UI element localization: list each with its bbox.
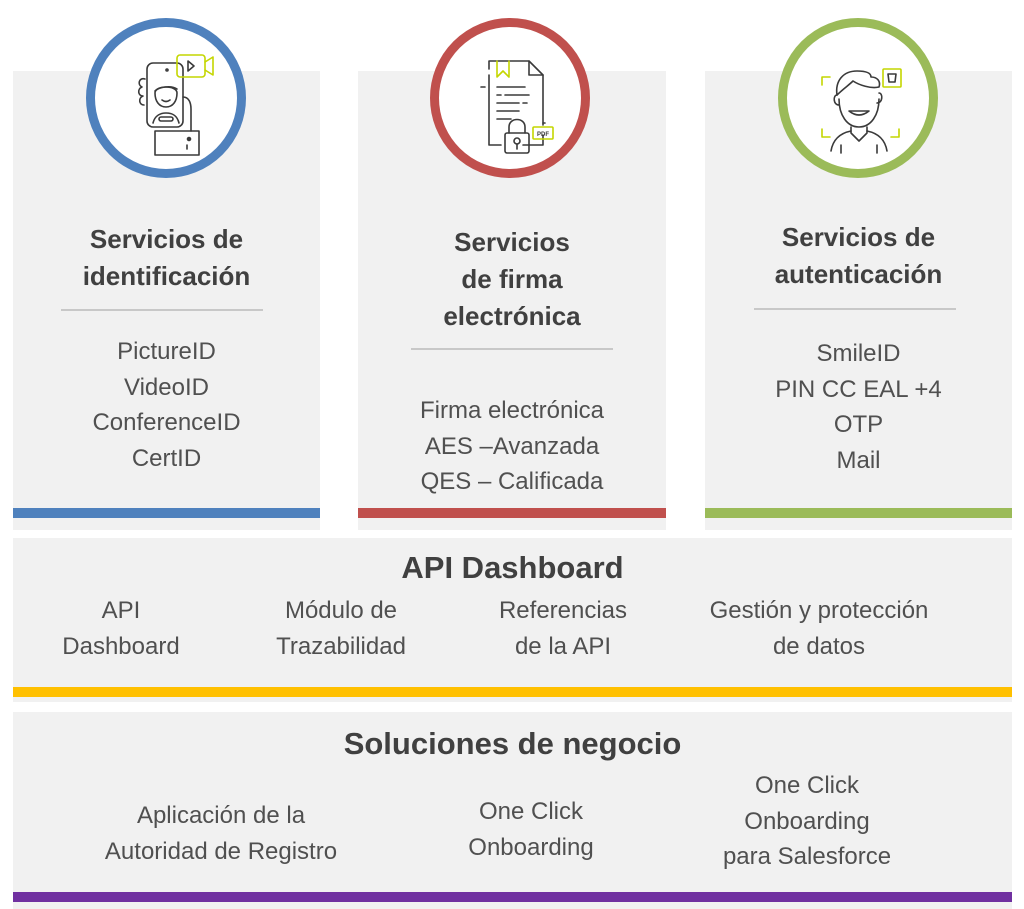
accent-bar-yellow: [13, 687, 1012, 697]
accent-bar-purple: [13, 892, 1012, 902]
accent-bar-blue: [13, 508, 320, 518]
service-item: VideoID: [124, 373, 209, 401]
service-item: PictureID: [117, 338, 216, 365]
pdf-badge-label: PDF: [537, 132, 549, 138]
business-solutions-title: Soluciones de negocio: [343, 726, 682, 761]
service-item: OTP: [833, 411, 884, 438]
service-item: PIN CC EAL +4: [775, 375, 942, 403]
divider: [61, 309, 263, 311]
divider: [754, 308, 956, 310]
service-item: QES – Calificada: [420, 468, 604, 495]
video-id-phone-icon: [137, 54, 214, 156]
signed-document-lock-icon: PDF: [480, 60, 554, 154]
service-items: Firma electrónica AES –Avanzada QES – Ca…: [358, 393, 666, 500]
service-item: Mail: [836, 446, 881, 474]
api-dashboard-title: API Dashboard: [401, 550, 624, 585]
divider: [411, 348, 613, 350]
accent-bar-red: [358, 508, 666, 518]
service-item: Firma electrónica: [419, 397, 605, 424]
face-recognition-icon: [821, 68, 902, 154]
service-item: ConferenceID: [92, 409, 241, 436]
accent-bar-green: [705, 508, 1012, 518]
service-item: SmileID: [816, 340, 901, 367]
authentication-icon-circle: [778, 18, 938, 178]
service-item: AES –Avanzada: [424, 432, 600, 460]
identification-icon-circle: [86, 18, 246, 178]
service-title: Servicios de autenticación: [774, 222, 943, 289]
service-item: CertID: [131, 444, 202, 472]
signature-icon-circle: PDF: [430, 18, 590, 178]
service-title: Servicios de identificación: [82, 224, 251, 291]
service-items: PictureID VideoID ConferenceID CertID: [13, 334, 320, 476]
service-title: Servicios de firma electrónica: [443, 227, 581, 331]
service-items: SmileID PIN CC EAL +4 OTP Mail: [705, 336, 1012, 478]
